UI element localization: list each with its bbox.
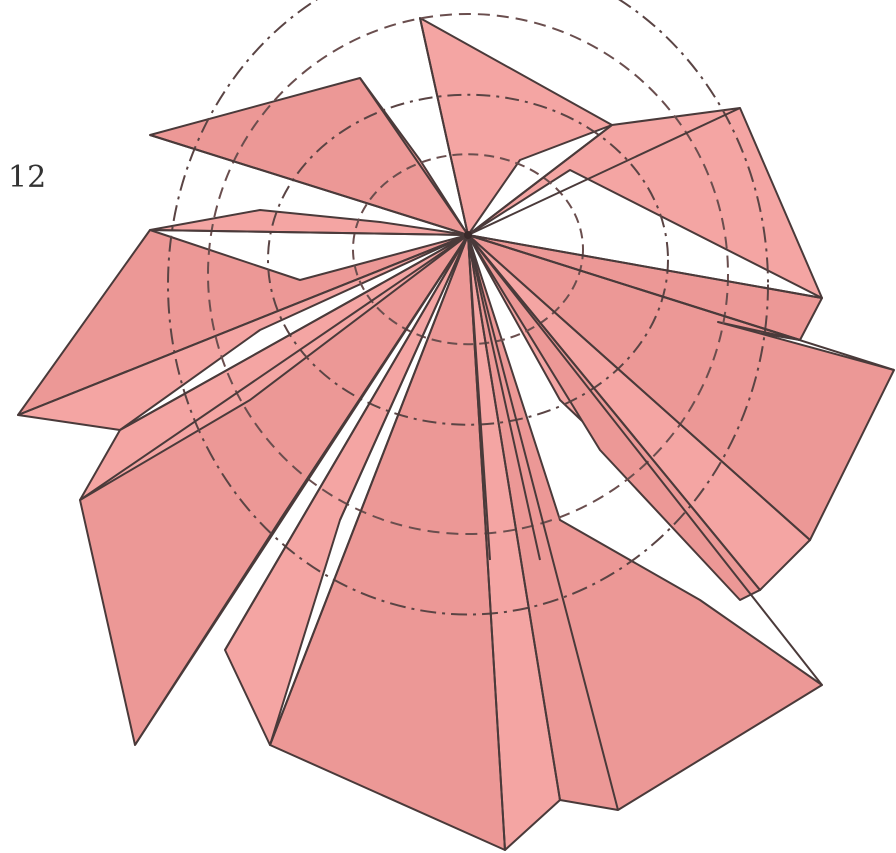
center-point <box>464 231 472 239</box>
paper-flap <box>150 78 468 235</box>
paper-flaps <box>18 18 894 850</box>
